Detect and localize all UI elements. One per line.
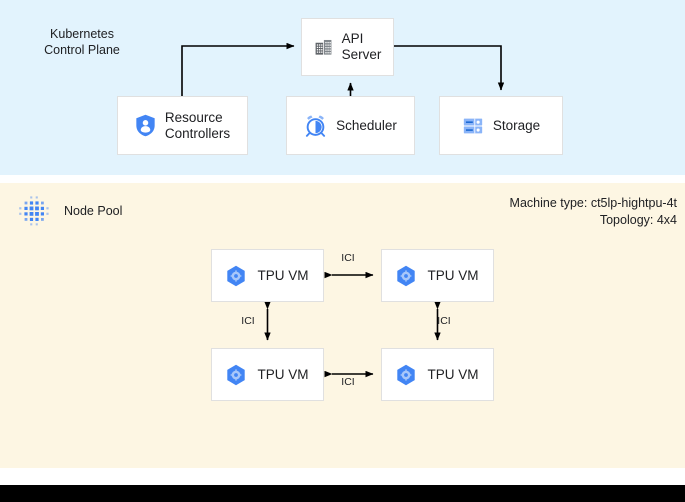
tpu-vm-box[interactable]: TPU VM (211, 348, 324, 401)
tpu-vm-box[interactable]: TPU VM (381, 249, 494, 302)
building-icon (314, 38, 333, 57)
dot-matrix-icon (14, 192, 54, 232)
tpu-vm-label: TPU VM (427, 267, 479, 283)
api-server-label: API Server (341, 31, 382, 62)
tpu-vm-label: TPU VM (257, 267, 309, 283)
scheduler-box[interactable]: Scheduler (286, 96, 415, 155)
tpu-vm-box[interactable]: TPU VM (211, 249, 324, 302)
storage-label: Storage (492, 117, 541, 133)
ici-label: ICI (341, 376, 355, 388)
tpu-vm-box[interactable]: TPU VM (381, 348, 494, 401)
tpu-hexagon-icon (396, 364, 416, 386)
scheduler-label: Scheduler (336, 117, 397, 133)
server-rack-icon (462, 115, 484, 137)
shield-user-icon (135, 114, 156, 137)
resource-controllers-label: Resource Controllers (164, 109, 231, 141)
ici-label: ICI (341, 252, 355, 264)
machine-info: Machine type: ct5lp-hightpu-4t Topology:… (510, 195, 677, 229)
tpu-vm-label: TPU VM (427, 366, 479, 382)
tpu-vm-label: TPU VM (257, 366, 309, 382)
tpu-hexagon-icon (226, 364, 246, 386)
control-plane-label: Kubernetes Control Plane (44, 27, 120, 57)
machine-type-text: Machine type: ct5lp-hightpu-4t (509, 196, 677, 210)
node-pool-panel (0, 183, 685, 468)
ici-label: ICI (437, 315, 451, 327)
tpu-hexagon-icon (226, 265, 246, 287)
alarm-clock-icon (304, 114, 327, 137)
resource-controllers-box[interactable]: Resource Controllers (117, 96, 248, 155)
tpu-hexagon-icon (396, 265, 416, 287)
ici-label: ICI (241, 315, 255, 327)
topology-text: Topology: 4x4 (599, 213, 677, 227)
node-pool-label: Node Pool (64, 204, 123, 218)
bottom-bar (0, 485, 685, 502)
storage-box[interactable]: Storage (439, 96, 563, 155)
api-server-box[interactable]: API Server (301, 18, 394, 76)
